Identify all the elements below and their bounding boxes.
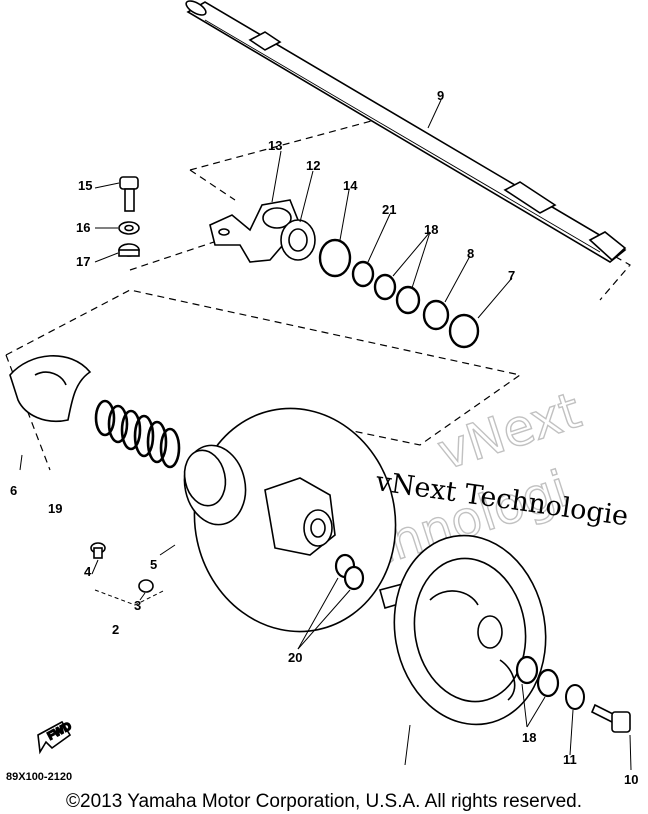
callout-21: 21 bbox=[382, 202, 396, 217]
leader-lines bbox=[19, 99, 632, 771]
callout-2: 2 bbox=[112, 622, 119, 637]
callout-9: 9 bbox=[437, 88, 444, 103]
callout-10: 10 bbox=[624, 772, 638, 787]
bushing-3-icon bbox=[138, 579, 154, 593]
front-arrow-icon: FWD bbox=[37, 719, 74, 755]
bolt-10-icon bbox=[590, 703, 631, 733]
callout-19: 19 bbox=[48, 501, 62, 516]
callout-20: 20 bbox=[288, 650, 302, 665]
washer-21-icon bbox=[351, 260, 375, 288]
washer-16-icon bbox=[118, 221, 140, 235]
callout-16: 16 bbox=[76, 220, 90, 235]
washer-18c-icon bbox=[515, 655, 560, 698]
callout-18-bottom: 18 bbox=[522, 730, 536, 745]
movable-sheave-icon bbox=[379, 534, 547, 726]
dashed-group-2 bbox=[94, 589, 166, 606]
svg-text:vNext: vNext bbox=[431, 381, 588, 481]
bolt-15-icon bbox=[119, 176, 139, 212]
bracket-13-icon bbox=[209, 199, 301, 263]
bearing-12-icon bbox=[280, 219, 316, 261]
washer-18a-icon bbox=[373, 273, 397, 301]
callout-15: 15 bbox=[78, 178, 92, 193]
callout-14: 14 bbox=[343, 178, 358, 193]
washer-11-icon bbox=[565, 684, 585, 710]
sheave-assembly-icon bbox=[183, 407, 397, 633]
diagram-code: 89X100-2120 bbox=[6, 771, 72, 783]
callout-labels: 9 13 12 14 21 18 8 7 15 16 17 6 19 5 4 3… bbox=[6, 88, 638, 787]
main-shaft bbox=[185, 0, 627, 263]
spider-cam-6-icon bbox=[9, 354, 92, 422]
washer-7-icon bbox=[448, 313, 480, 349]
weight-pin-4-icon bbox=[90, 542, 106, 559]
callout-5: 5 bbox=[150, 557, 157, 572]
washer-20-icon bbox=[334, 553, 365, 591]
washer-18b-icon bbox=[395, 285, 421, 315]
callout-6: 6 bbox=[10, 483, 17, 498]
callout-17: 17 bbox=[76, 254, 90, 269]
callout-7: 7 bbox=[508, 268, 515, 283]
nut-17-icon bbox=[118, 243, 140, 257]
callout-11: 11 bbox=[563, 752, 577, 767]
callout-8: 8 bbox=[467, 246, 474, 261]
spring-19-icon bbox=[94, 399, 181, 469]
callout-12: 12 bbox=[306, 158, 320, 173]
callout-18-top: 18 bbox=[424, 222, 438, 237]
callout-4: 4 bbox=[84, 564, 92, 579]
callout-13: 13 bbox=[268, 138, 282, 153]
snap-ring-14-icon bbox=[318, 238, 352, 278]
snap-ring-8-icon bbox=[422, 299, 450, 331]
callout-3: 3 bbox=[134, 598, 141, 613]
copyright-notice: ©2013 Yamaha Motor Corporation, U.S.A. A… bbox=[66, 791, 582, 812]
